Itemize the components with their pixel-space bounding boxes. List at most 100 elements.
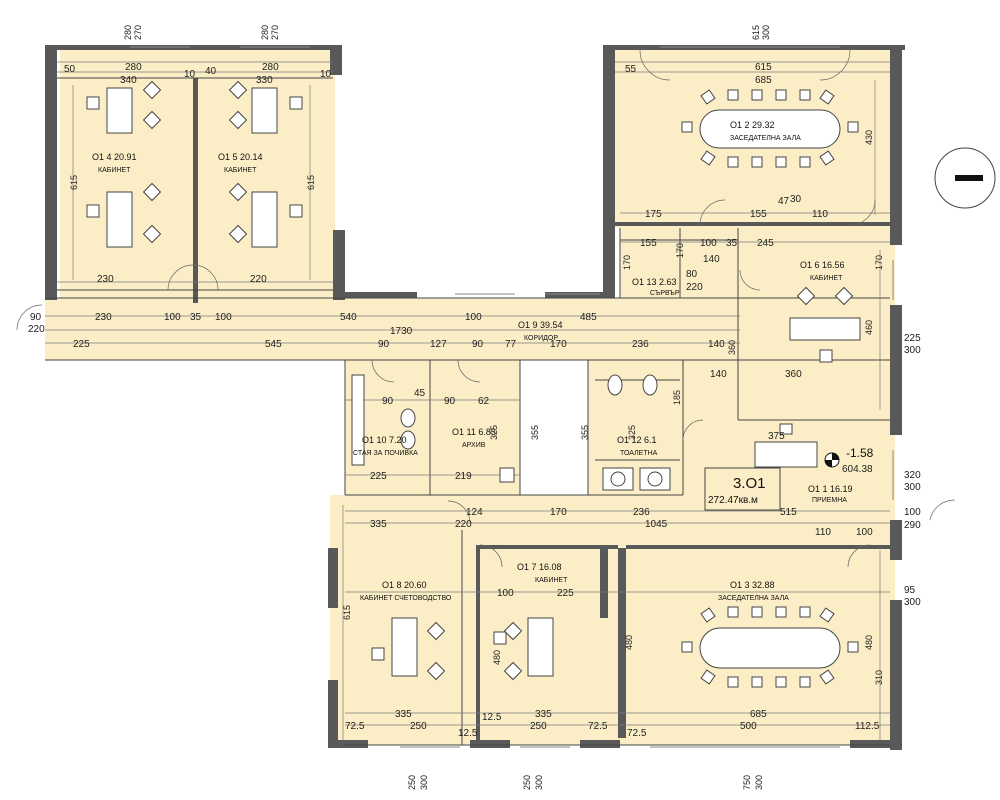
dim-label: 140 (710, 369, 727, 380)
room-name: ЗАСЕДАТЕЛНА ЗАЛА (718, 595, 789, 602)
dim-label: 90 (472, 339, 484, 350)
dim-label: 270 (133, 25, 143, 40)
dim-label: 280 (260, 25, 270, 40)
dim-label: 95 (904, 585, 916, 596)
dim-label: 90 (378, 339, 390, 350)
dim-label: 460 (864, 320, 874, 335)
door-swing-icon (16, 49, 956, 568)
room-name: КАБИНЕТ СЧЕТОВОДСТВО (360, 595, 452, 602)
dim-label: 220 (686, 282, 703, 293)
dim-label: 219 (455, 471, 472, 482)
dim-label: 300 (534, 775, 544, 790)
dim-label: 685 (755, 75, 772, 86)
room-name: ПРИЕМНА (812, 497, 847, 504)
dimension-labels: 280 270 280 270 615 300 50 280 280 340 3… (28, 25, 921, 790)
dim-label: 155 (640, 238, 657, 249)
dim-label: 300 (754, 775, 764, 790)
room-name: КАБИНЕТ (224, 167, 257, 174)
room-id: O1 10 7.20 (362, 435, 407, 445)
dim-label: 72.5 (627, 728, 647, 739)
dim-label: 220 (250, 274, 267, 285)
dim-label: 72.5 (588, 721, 608, 732)
dim-label: 270 (270, 25, 280, 40)
dim-label: 615 (751, 25, 761, 40)
dim-label: 124 (466, 507, 483, 518)
chairs-conf-bottom (681, 606, 859, 688)
dim-label: 236 (633, 507, 650, 518)
room-name: КОРИДОР (524, 335, 558, 342)
dim-label: 250 (530, 721, 547, 732)
dim-label: 90 (30, 312, 42, 323)
unit-area: 272.47кв.м (708, 495, 758, 506)
room-id: O1 5 20.14 (218, 152, 263, 162)
dim-label: 225 (904, 333, 921, 344)
dim-label: 485 (580, 312, 597, 323)
dim-label: 300 (904, 597, 921, 608)
dim-label: 685 (750, 709, 767, 720)
dim-label: 280 (262, 62, 279, 73)
north-arrow-icon (934, 147, 996, 209)
dim-label: 100 (497, 588, 514, 599)
dim-label: 100 (215, 312, 232, 323)
dim-label: 170 (622, 255, 632, 270)
dimension-lines (45, 61, 890, 740)
dim-label: 220 (455, 519, 472, 530)
dim-label: 280 (125, 62, 142, 73)
dim-label: 12.5 (482, 712, 502, 723)
dim-label: 170 (550, 507, 567, 518)
room-name: КАБИНЕТ (535, 577, 568, 584)
room-id: O1 13 2.63 (632, 277, 677, 287)
dim-label: 100 (465, 312, 482, 323)
room-name: ЗАСЕДАТЕЛНА ЗАЛА (730, 135, 801, 142)
walls (45, 45, 905, 750)
room-id: O1 11 6.83 (452, 427, 496, 437)
level-sub: 604.38 (842, 464, 873, 475)
dim-label: 100 (856, 527, 873, 538)
dim-label: 127 (430, 339, 447, 350)
room-id: O1 6 16.56 (800, 260, 845, 270)
dim-label: 300 (761, 25, 771, 40)
dim-label: 615 (755, 62, 772, 73)
dim-label: 615 (342, 605, 352, 620)
room-id: O1 12 6.1 (617, 435, 657, 445)
dim-label: 225 (73, 339, 90, 350)
dim-label: 325 (627, 425, 637, 440)
chairs-conf-top (681, 89, 859, 168)
room-id: O1 7 16.08 (517, 562, 562, 572)
dim-label: 280 (123, 25, 133, 40)
dim-label: 480 (864, 635, 874, 650)
dim-label: 47 (778, 196, 790, 207)
dim-label: 236 (632, 339, 649, 350)
interior-lines (45, 77, 890, 746)
dim-label: 140 (708, 339, 725, 350)
dim-label: 30 (790, 194, 802, 205)
dim-label: 480 (492, 650, 502, 665)
dim-label: 245 (757, 238, 774, 249)
dim-label: 185 (672, 390, 682, 405)
dim-label: 615 (69, 175, 79, 190)
room-name: ТОАЛЕТНА (620, 450, 658, 457)
unit-label-box (704, 467, 781, 511)
room-id: O1 2 29.32 (730, 120, 775, 130)
dim-label: 170 (550, 339, 567, 350)
dim-label: 430 (864, 130, 874, 145)
dim-label: 615 (306, 175, 316, 190)
dim-label: 335 (370, 519, 387, 530)
room-name: СТАЯ ЗА ПОЧИВКА (353, 450, 418, 457)
dim-label: 35 (726, 238, 738, 249)
dim-label: 62 (478, 396, 490, 407)
dim-label: 110 (812, 209, 828, 220)
dim-label: 360 (785, 369, 802, 380)
dim-label: 90 (382, 396, 394, 407)
dim-label: 335 (535, 709, 552, 720)
dim-label: 55 (625, 64, 637, 75)
dim-label: 100 (904, 507, 921, 518)
room-name: КАБИНЕТ (98, 167, 131, 174)
room-id: O1 9 39.54 (518, 320, 563, 330)
dim-label: 112.5 (855, 721, 880, 732)
dim-label: 500 (740, 721, 757, 732)
dim-label: 355 (580, 425, 590, 440)
office-chairs (86, 80, 854, 681)
dim-label: 340 (120, 75, 137, 86)
dim-label: 225 (557, 588, 574, 599)
